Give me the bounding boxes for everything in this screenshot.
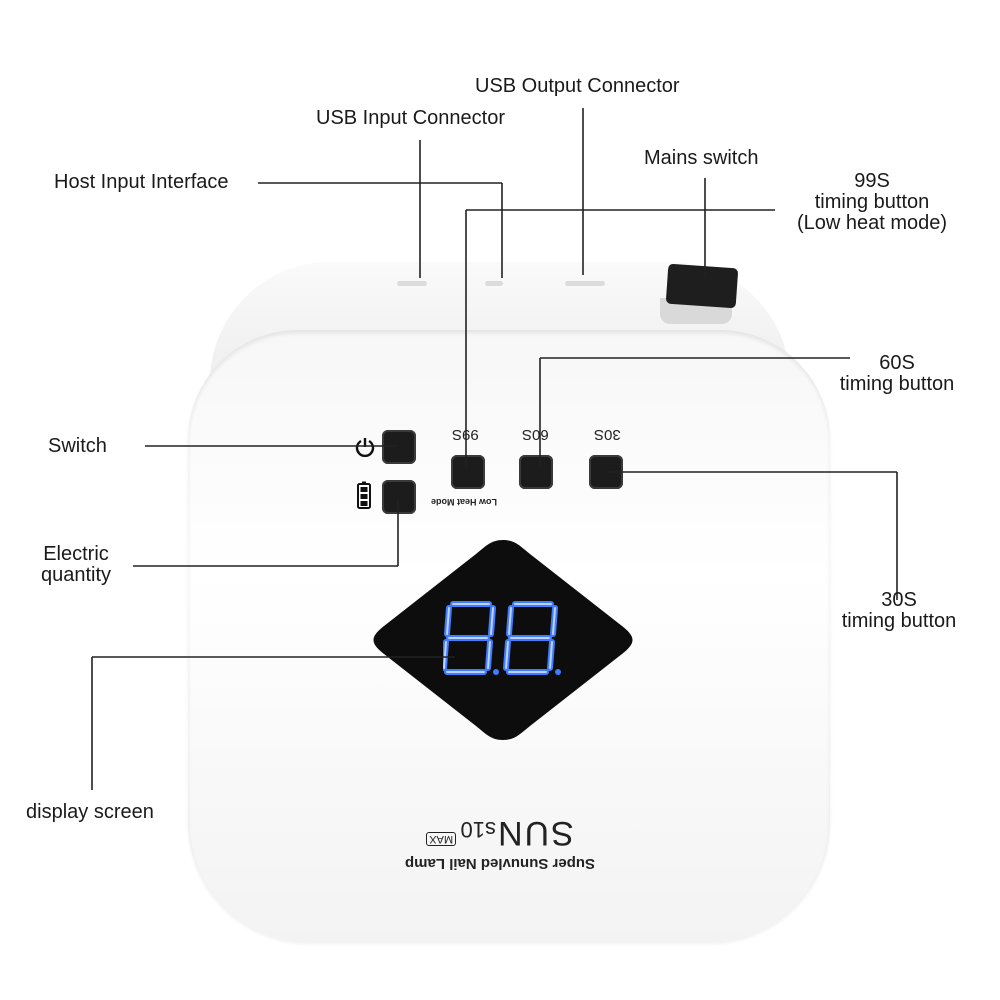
label-30s-line2: timing button <box>841 610 957 632</box>
usb-output-port <box>565 281 605 286</box>
usb-input-port <box>485 281 503 286</box>
mains-switch[interactable] <box>665 263 739 309</box>
brand-name: SUNs10 MAX <box>395 813 605 852</box>
label-30s: 30S timing button <box>828 590 970 632</box>
brand-subtitle: Super Sunuvled Nail Lamp <box>404 855 596 872</box>
print-99s: 99S <box>452 426 479 443</box>
switch-button[interactable] <box>382 430 416 464</box>
display-screen <box>373 540 633 740</box>
label-host-input: Host Input Interface <box>54 171 229 193</box>
label-switch: Switch <box>48 435 107 457</box>
label-60s-line2: timing button <box>839 373 955 395</box>
battery-icon <box>357 481 371 509</box>
brand-model: s10 <box>460 817 496 842</box>
timer-99s-button[interactable] <box>451 455 485 489</box>
label-30s-line1: 30S <box>881 589 917 611</box>
timer-30s-button[interactable] <box>589 455 623 489</box>
label-60s-line1: 60S <box>879 352 915 374</box>
electric-quantity-button[interactable] <box>382 480 416 514</box>
label-display-screen: display screen <box>26 801 154 823</box>
brand-sun: SUN <box>496 814 574 852</box>
label-usb-input: USB Input Connector <box>316 107 505 129</box>
label-99s: 99S timing button (Low heat mode) <box>786 171 958 234</box>
print-low-heat-mode: Low Heat Mode <box>431 497 498 507</box>
label-99s-line3: (Low heat mode) <box>796 212 948 234</box>
label-99s-line2: timing button <box>814 191 930 213</box>
label-usb-output: USB Output Connector <box>475 75 680 97</box>
host-input-port <box>397 281 427 286</box>
label-electric-line2: quantity <box>40 564 112 586</box>
label-electric-line1: Electric <box>43 543 109 565</box>
label-electric-quantity: Electric quantity <box>30 544 122 586</box>
print-60s: 60S <box>522 426 549 443</box>
label-mains-switch: Mains switch <box>644 147 759 169</box>
power-icon <box>355 438 375 457</box>
print-30s: 30S <box>594 426 621 443</box>
label-60s: 60S timing button <box>826 353 968 395</box>
seven-segment-digits <box>443 601 561 675</box>
brand-logo: Super Sunuvled Nail Lamp SUNs10 MAX <box>395 812 605 872</box>
label-99s-line1: 99S <box>854 170 890 192</box>
brand-max: MAX <box>426 832 457 846</box>
timer-60s-button[interactable] <box>519 455 553 489</box>
